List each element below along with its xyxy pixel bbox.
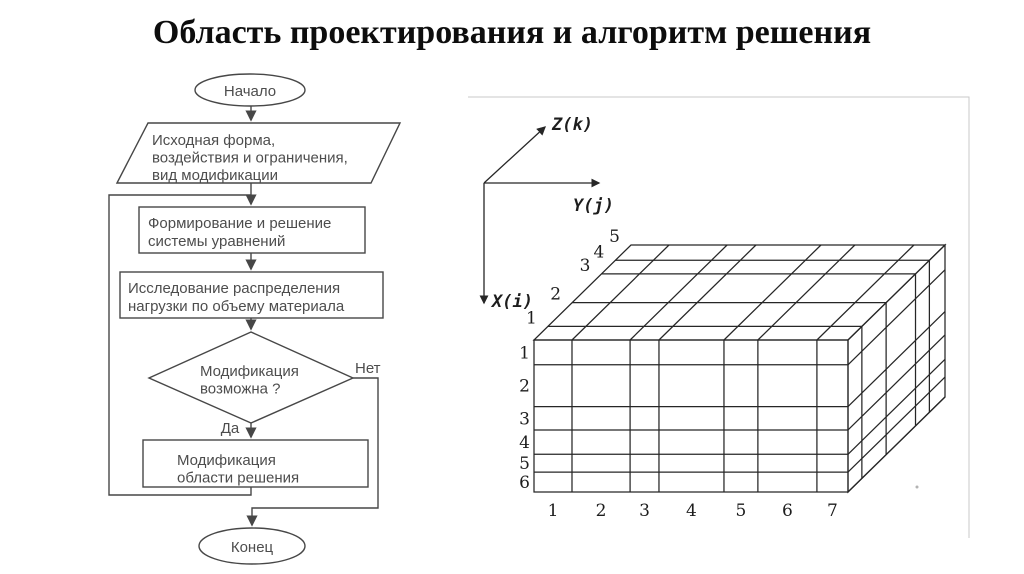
col-label: 1 [548, 501, 559, 521]
figure-frame [468, 96, 970, 538]
slide-title: Область проектирования и алгоритм решени… [152, 14, 872, 51]
col-line-top [658, 244, 757, 341]
z-axis-label: Z(k) [551, 115, 593, 135]
edge-no-to-end [246, 377, 379, 527]
col-label: 5 [736, 501, 747, 521]
z-axis [483, 126, 547, 184]
col-line-top [816, 244, 915, 341]
depth-label: 3 [580, 256, 591, 276]
depth-label: 5 [609, 227, 620, 247]
label-yes: Да [221, 420, 240, 437]
flowchart-label-end: Конец [231, 539, 274, 556]
flowchart-label-input: Исходная форма,воздействия и ограничения… [152, 132, 348, 184]
col-label: 4 [686, 501, 697, 521]
flowchart-node-end [198, 527, 306, 565]
depth-label: 2 [550, 285, 561, 305]
depth-label: 4 [594, 242, 605, 262]
row-label: 1 [519, 343, 530, 363]
col-line-top [629, 244, 728, 341]
speck [915, 485, 919, 489]
x-axis-label: X(i) [490, 292, 533, 312]
row-label: 4 [519, 433, 530, 453]
right-face [847, 243, 946, 494]
flowchart-node-start [194, 73, 306, 107]
flowchart-label-start: Начало [224, 83, 276, 100]
row-label: 5 [519, 454, 530, 474]
row-line-right [847, 396, 946, 493]
y-axis-label: Y(j) [573, 196, 614, 216]
front-face [533, 339, 849, 493]
label-no: Нет [355, 360, 381, 377]
row-label: 2 [519, 377, 530, 397]
flowchart-node-input [115, 122, 402, 184]
row-line-right [847, 358, 946, 455]
row-line-right [847, 334, 946, 431]
row-label: 3 [519, 409, 530, 429]
col-label: 3 [639, 501, 650, 521]
row-label: 6 [519, 473, 530, 493]
col-label: 7 [827, 501, 838, 521]
row-line-right [847, 269, 946, 366]
flowchart-node-modify [142, 439, 369, 488]
col-label: 2 [596, 501, 607, 521]
col-label: 6 [782, 501, 793, 521]
flowchart-node-solve [138, 206, 366, 254]
row-line-right [847, 376, 946, 473]
edge-loop-back [108, 194, 252, 496]
depth-label: 1 [526, 308, 537, 328]
